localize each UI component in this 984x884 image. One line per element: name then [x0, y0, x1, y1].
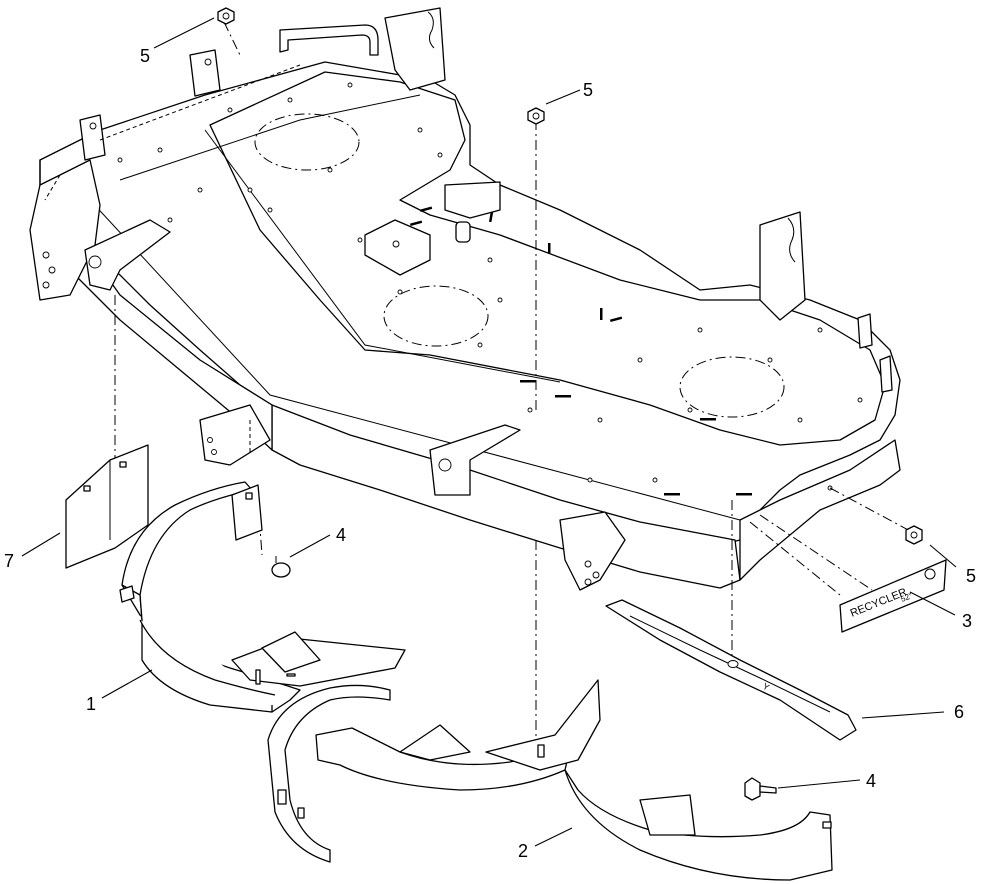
right-mount-bracket [759, 211, 806, 321]
carriage-bolt-upper [271, 556, 291, 578]
blade-mark-text: Y [761, 681, 771, 693]
callout-3: 3 [962, 611, 972, 631]
rear-center-mount-bracket [384, 7, 446, 91]
callout-5-center: 5 [583, 80, 593, 100]
front-center-bracket [429, 424, 521, 496]
callout-labels: 5 5 5 7 4 1 2 3 6 4 [4, 46, 976, 861]
mower-deck-housing [29, 7, 901, 591]
callout-4-upper: 4 [336, 525, 346, 545]
carriage-bolt-lower [744, 777, 777, 801]
left-baffle [119, 481, 301, 713]
front-left-bracket [199, 404, 271, 466]
callout-6: 6 [954, 702, 964, 722]
left-pivot-arm [84, 219, 171, 291]
right-baffle [267, 679, 833, 881]
callout-7: 7 [4, 551, 14, 571]
rear-left-mount-bracket [189, 49, 221, 97]
callout-4-lower: 4 [866, 771, 876, 791]
flange-nut-top-left [217, 7, 235, 25]
recycler-decal: RECYCLER 52" [839, 559, 947, 633]
baffle-joint-center [231, 631, 406, 687]
callout-1: 1 [86, 694, 96, 714]
callout-2: 2 [518, 841, 528, 861]
center-spindle-opening [383, 285, 489, 347]
center-baffle-mount [444, 181, 501, 219]
baffle-plate [65, 444, 149, 569]
left-spindle-opening [254, 113, 360, 171]
flange-nut-center [527, 107, 545, 125]
front-right-bracket [559, 511, 626, 591]
deck-holes [117, 82, 863, 491]
right-spindle-opening [679, 356, 785, 418]
flange-nut-right [905, 525, 923, 545]
decal-size-text: 52" [899, 591, 913, 604]
callout-5-top-left: 5 [140, 46, 150, 66]
center-baffle-mount-lower [364, 219, 431, 276]
leader-lines [21, 17, 957, 847]
deck-handle [279, 24, 379, 56]
callout-5-right: 5 [966, 566, 976, 586]
assembly-lines [44, 21, 913, 752]
mower-blade: Y [605, 599, 857, 741]
